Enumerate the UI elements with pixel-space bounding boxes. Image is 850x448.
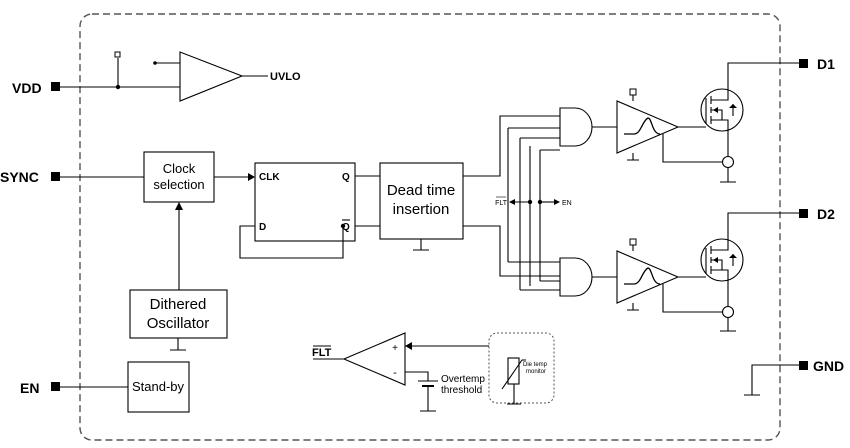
ic-boundary xyxy=(79,13,781,441)
pin-en-label: EN xyxy=(20,380,39,396)
overtemp-label-2: threshold xyxy=(441,385,482,396)
pin-vdd xyxy=(51,82,60,91)
standby-block xyxy=(127,361,190,413)
mosfet-bottom xyxy=(700,212,799,332)
ff-d-label: D xyxy=(259,222,266,233)
oscillator-label-2: Oscillator xyxy=(147,315,210,332)
comparator-minus: - xyxy=(393,367,397,379)
die-temp-label-2: monitor xyxy=(526,369,546,375)
uvlo-label: UVLO xyxy=(270,71,301,83)
flt-bus-label: FLT xyxy=(495,200,508,207)
dead-time-block xyxy=(379,162,464,240)
mosfet-top xyxy=(700,62,799,183)
comparator-plus: + xyxy=(392,343,398,354)
pin-sync-label: SYNC xyxy=(0,169,39,185)
die-temp-label-1: Die temp xyxy=(523,362,548,368)
flt-output-label: FLT xyxy=(312,347,332,359)
en-bus-label: EN xyxy=(562,200,572,207)
pin-en xyxy=(51,382,60,391)
pin-sync xyxy=(51,172,60,181)
overtemp-label-1: Overtemp xyxy=(441,374,485,385)
flipflop-block xyxy=(254,162,356,242)
oscillator-block xyxy=(129,289,228,339)
clock-selection-block xyxy=(143,151,215,203)
uvlo-section xyxy=(60,51,268,102)
pin-vdd-label: VDD xyxy=(12,80,42,96)
die-temp-monitor xyxy=(488,332,555,405)
ff-clk-label: CLK xyxy=(259,172,280,183)
driver-top xyxy=(616,88,728,163)
uvlo-comparator xyxy=(179,51,244,102)
pin-gnd xyxy=(799,361,808,370)
dead-time-label-2: insertion xyxy=(393,201,450,218)
driver-bottom xyxy=(616,238,728,313)
and-gate-top xyxy=(559,107,593,147)
overtemp-comparator: + - xyxy=(313,332,515,412)
ff-qbar-label: Q xyxy=(342,222,350,233)
dead-time-label-1: Dead time xyxy=(387,182,455,199)
pin-d2-label: D2 xyxy=(817,206,835,222)
and-gate-bottom xyxy=(559,257,593,297)
standby-label: Stand-by xyxy=(132,379,185,394)
clock-selection-label-1: Clock xyxy=(163,161,196,176)
ff-q-label: Q xyxy=(342,172,350,183)
pin-d2 xyxy=(799,209,808,218)
clock-selection-label-2: selection xyxy=(153,177,204,192)
pin-d1 xyxy=(799,59,808,68)
pin-gnd-label: GND xyxy=(813,358,844,374)
pin-d1-label: D1 xyxy=(817,56,835,72)
oscillator-label-1: Dithered xyxy=(150,296,207,313)
